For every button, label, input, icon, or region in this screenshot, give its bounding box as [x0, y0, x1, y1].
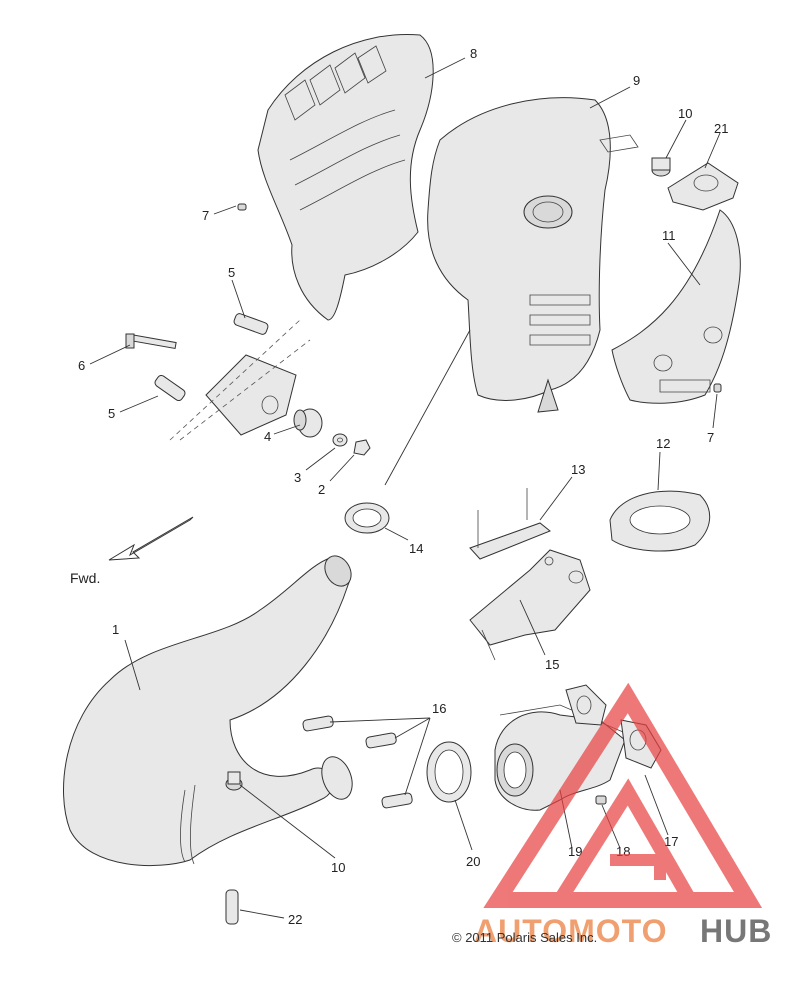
leader-lines: [89, 57, 721, 919]
callout-7-right: 7: [707, 430, 714, 445]
callout-1: 1: [112, 622, 119, 637]
callout-21: 21: [714, 121, 728, 136]
part-10-grommet-lower: [227, 771, 241, 785]
part-6-bolt: [125, 333, 177, 350]
part-22-spring: [225, 889, 239, 925]
callout-7-top: 7: [202, 208, 209, 223]
part-8-heat-shield: [257, 33, 434, 321]
callout-12: 12: [656, 436, 670, 451]
part-19-exhaust-manifold: [494, 704, 631, 811]
watermark-text-automoto: AUTOMOTO: [474, 913, 667, 949]
forward-label: Fwd.: [70, 570, 100, 586]
callout-10-lower: 10: [331, 860, 345, 875]
callout-17: 17: [664, 834, 678, 849]
part-20-seal-ring: [426, 741, 472, 803]
part-17-gasket-a: [565, 684, 607, 726]
forward-direction-arrow: [108, 516, 194, 561]
callout-9: 9: [633, 73, 640, 88]
callout-11: 11: [662, 228, 676, 243]
part-14-seal-ring: [344, 502, 390, 534]
callout-10-top: 10: [678, 106, 692, 121]
callout-22: 22: [288, 912, 302, 927]
part-11-lower-heat-shield: [611, 209, 741, 404]
part-21-gasket: [667, 162, 739, 211]
callout-3: 3: [294, 470, 301, 485]
part-5-spring-top: [233, 313, 269, 335]
copyright-notice: © 2011 Polaris Sales Inc.: [452, 930, 597, 945]
part-15-mount-bracket: [469, 549, 591, 661]
callout-5-top: 5: [228, 265, 235, 280]
callout-5-lower: 5: [108, 406, 115, 421]
callout-6: 6: [78, 358, 85, 373]
part-16-spring-b: [365, 732, 397, 749]
callout-2: 2: [318, 482, 325, 497]
part-18-stud: [595, 795, 607, 805]
callout-20: 20: [466, 854, 480, 869]
part-7-bolt-top: [237, 203, 247, 211]
watermark-logo: [483, 682, 763, 908]
callout-4: 4: [264, 429, 271, 444]
part-16-spring-c: [381, 792, 413, 809]
part-9-muffler: [427, 97, 639, 413]
part-3-washer: [332, 433, 348, 447]
part-13-bracket-plate: [469, 488, 551, 560]
part-10-grommet-top: [651, 157, 671, 177]
watermark-text-hub: HUB: [700, 913, 772, 949]
part-2-nut: [353, 439, 371, 456]
callout-13: 13: [571, 462, 585, 477]
callout-14: 14: [409, 541, 423, 556]
callout-19: 19: [568, 844, 582, 859]
part-5-spring-lower: [154, 374, 186, 402]
part-7-bolt-right: [713, 383, 722, 393]
part-1-expansion-chamber: [62, 555, 353, 867]
watermark-text: AUTOMOTO HUB: [474, 913, 772, 949]
callout-8: 8: [470, 46, 477, 61]
part-16-spring-a: [302, 715, 334, 732]
callout-15: 15: [545, 657, 559, 672]
part-bracket-assembly: [169, 319, 311, 441]
part-4-grommet: [293, 408, 323, 438]
part-12-flange-gasket: [609, 490, 711, 552]
callout-16: 16: [432, 701, 446, 716]
